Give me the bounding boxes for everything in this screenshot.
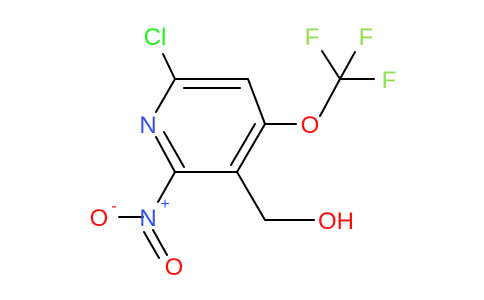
nitro-nitrogen-label: N: [139, 205, 156, 232]
fluorine-right-label: F: [382, 67, 397, 94]
fluorine-top-left-label: F: [305, 24, 320, 51]
bond-n1-c2: [155, 78, 176, 113]
bond-nitro-o-double: [152, 229, 168, 256]
nitro-oxygen-anion-label: O: [90, 205, 109, 232]
bond-c6-n1-inner: [163, 131, 185, 168]
hydroxyl-label: OH: [318, 208, 354, 235]
bond-c4-c5-inner: [230, 123, 256, 166]
fluorine-top-right-label: F: [359, 24, 374, 51]
bond-c4-c5: [236, 123, 266, 173]
bond-cf3-f-top-right: [339, 51, 356, 80]
chlorine-label: Cl: [144, 24, 167, 51]
atom-labels: Cl N N + O - O O F F F OH: [90, 24, 397, 281]
nitro-oxygen-label: O: [165, 254, 184, 281]
substituent-bonds: [118, 50, 375, 259]
bond-c3-c4: [247, 78, 266, 125]
nitro-plus-charge: +: [160, 196, 169, 213]
bond-nitro-o-double-inner: [143, 231, 160, 259]
nitro-minus-charge: -: [111, 198, 116, 215]
bond-cf3-f-top-left: [321, 50, 341, 80]
pyridine-ring: [155, 78, 266, 173]
bond-c5-ch2: [236, 171, 266, 221]
bond-c6-n1: [155, 136, 176, 173]
bond-c6-nitro: [157, 171, 176, 203]
bond-o-cf3: [319, 78, 341, 117]
ring-nitrogen-label: N: [139, 112, 156, 139]
bond-c2-cl: [162, 53, 176, 80]
ether-oxygen-label: O: [301, 112, 320, 139]
